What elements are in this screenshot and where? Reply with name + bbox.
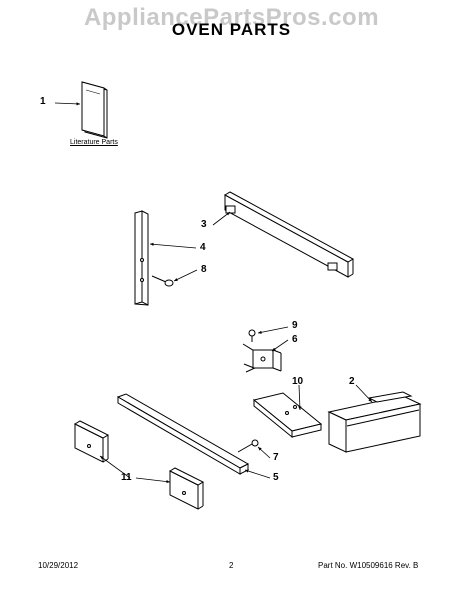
- callout-7: 7: [273, 452, 279, 463]
- small-bracket-b: [168, 467, 205, 510]
- leader-lines: [54, 102, 373, 484]
- literature-booklet: [81, 81, 108, 139]
- callout-8: 8: [201, 264, 207, 275]
- callout-3: 3: [201, 219, 207, 230]
- screw-7: [237, 439, 259, 453]
- screw-8: [151, 275, 174, 287]
- callout-5: 5: [273, 472, 279, 483]
- side-bracket: [134, 210, 149, 306]
- callout-11: 11: [121, 472, 132, 483]
- sensor-assembly: [242, 343, 282, 373]
- small-bracket-a: [73, 420, 110, 463]
- callout-1: 1: [40, 96, 46, 107]
- footer-part-number: Part No. W10509616 Rev. B: [318, 561, 419, 570]
- callout-6: 6: [292, 334, 298, 345]
- watermark: AppliancePartsPros.com: [83, 4, 380, 31]
- bottom-rail: [116, 393, 250, 475]
- top-rail: [223, 191, 355, 278]
- screw-9: [248, 329, 256, 342]
- mounting-plate: [252, 392, 323, 439]
- literature-parts-label: Literature Parts: [70, 139, 118, 146]
- cover-box: [327, 391, 422, 453]
- page-title: OVEN PARTS: [171, 20, 292, 39]
- callout-10: 10: [292, 376, 304, 387]
- callout-4: 4: [200, 242, 206, 253]
- footer-date: 10/29/2012: [38, 561, 79, 570]
- footer-page-number: 2: [229, 561, 234, 570]
- callout-2: 2: [349, 376, 355, 387]
- callout-9: 9: [292, 320, 298, 331]
